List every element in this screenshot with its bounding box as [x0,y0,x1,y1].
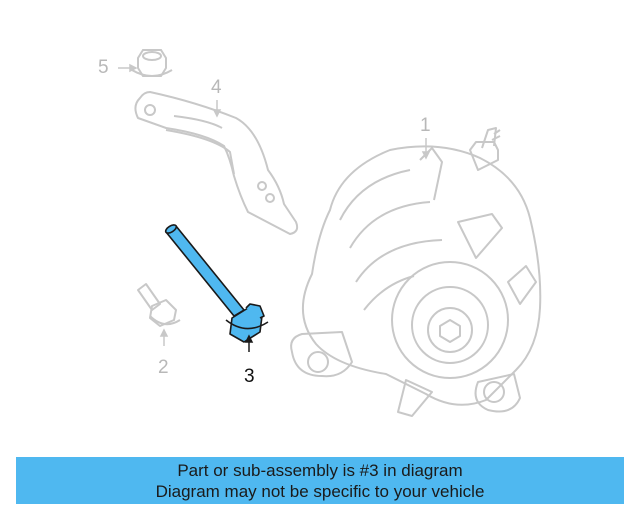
banner-line-2: Diagram may not be specific to your vehi… [155,482,485,501]
callout-1: 1 [420,115,431,136]
callout-4: 4 [211,77,222,98]
info-banner: Part or sub-assembly is #3 in diagram Di… [16,457,624,504]
leader-arrow-1 [421,138,431,160]
callout-5: 5 [98,57,109,78]
leader-arrow-4 [212,100,222,118]
callout-2: 2 [158,357,169,378]
leader-arrow-5 [118,63,138,73]
part-2-bolt [137,283,181,327]
part-5-nut [131,49,173,77]
leader-arrow-2 [159,328,169,346]
part-3-long-bolt [164,224,269,343]
banner-line-1: Part or sub-assembly is #3 in diagram [177,461,463,480]
callout-3: 3 [244,366,255,387]
part-1-alternator [290,127,542,417]
part-4-bracket [134,91,299,235]
leader-arrow-3 [244,334,254,352]
